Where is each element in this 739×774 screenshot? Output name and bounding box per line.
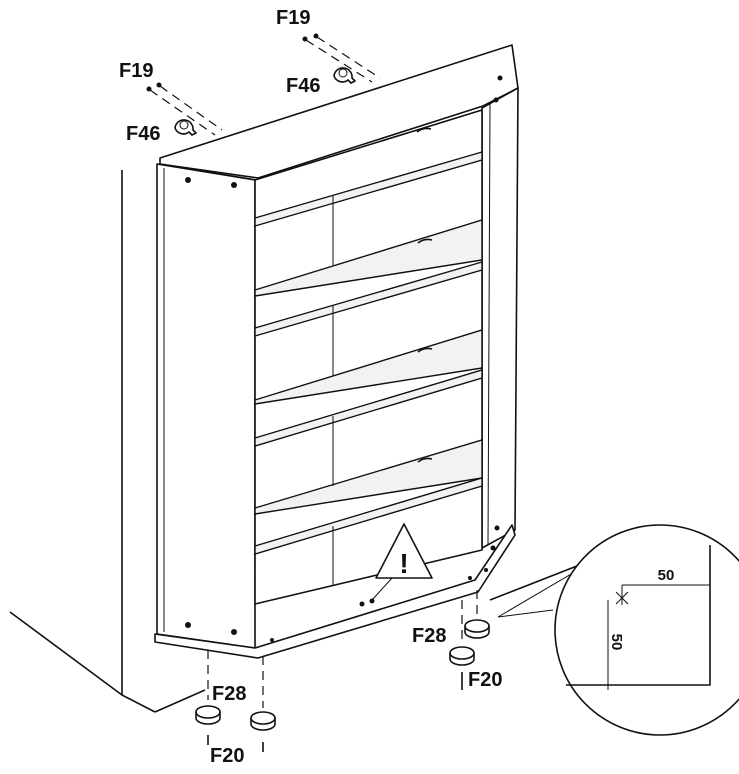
- bottom-hole: [359, 601, 365, 607]
- alignment-line: [305, 39, 373, 83]
- floor-edge-front: [154, 689, 206, 713]
- cabinet-right-side-panel: [481, 87, 519, 549]
- warning-pointer: [371, 577, 393, 601]
- alignment-line: [149, 89, 216, 136]
- alignment-line: [316, 36, 381, 79]
- grip-icon: [417, 457, 433, 463]
- callout-leader: [497, 609, 554, 618]
- glide-body: [449, 653, 475, 666]
- label-top-left-bracket: F46: [126, 123, 160, 145]
- warning-triangle-icon: [375, 523, 433, 579]
- left-side-hole: [185, 177, 191, 183]
- left-side-hole: [231, 182, 237, 188]
- bracket-icon: [174, 119, 197, 136]
- cabinet-bottom-plate: [154, 524, 516, 659]
- right-side-hole: [493, 97, 499, 103]
- bottom-hole: [369, 598, 375, 604]
- grip-icon: [417, 347, 433, 353]
- warning-sign: !: [371, 523, 433, 601]
- floor-edge-left: [9, 611, 123, 696]
- shelf: [254, 369, 483, 447]
- top-left-hardware: [146, 82, 223, 136]
- detail-circle: [554, 524, 739, 736]
- label-top-right-bracket: F46: [286, 75, 320, 97]
- dimension-horizontal: 50: [658, 567, 675, 584]
- detail-callout: 50 50: [497, 524, 739, 736]
- grip-icon: [417, 238, 433, 244]
- top-right-hardware: [302, 33, 381, 84]
- right-side-hole: [497, 75, 503, 81]
- screw-icon: [146, 86, 152, 92]
- grip-icon: [416, 127, 432, 133]
- glide-icon: [195, 705, 221, 719]
- glide-icon: [250, 711, 276, 725]
- glide-body: [195, 712, 221, 725]
- screw-icon: [302, 36, 308, 42]
- cross-mark-icon: [615, 591, 629, 605]
- warning-symbol: !: [399, 548, 408, 579]
- label-top-left-screw: F19: [119, 60, 153, 82]
- left-side-hole: [231, 629, 237, 635]
- cabinet-left-side-panel: [156, 163, 256, 649]
- shelf: [254, 477, 483, 555]
- shelf: [254, 261, 483, 337]
- bracket-hole: [338, 68, 348, 78]
- dimension-vertical: 50: [608, 634, 625, 651]
- shelf: [254, 151, 483, 227]
- corner-cabinet: [154, 44, 519, 659]
- shelf-grips: [416, 127, 433, 463]
- right-side-hole: [494, 525, 500, 531]
- bottom-left-hardware: [195, 650, 276, 752]
- label-bottom-left-screw: F20: [210, 745, 244, 767]
- bottom-hole: [468, 576, 472, 580]
- screw-icon: [156, 82, 162, 88]
- glide-icon: [464, 619, 490, 633]
- wall-corner-line: [121, 170, 156, 713]
- bottom-hole: [270, 638, 274, 642]
- glide-body: [464, 626, 490, 639]
- detail-corner: [566, 545, 711, 686]
- bracket-hole: [179, 120, 189, 130]
- label-bottom-left-glide: F28: [212, 683, 246, 705]
- left-side-hole: [185, 622, 191, 628]
- right-side-hole: [490, 545, 496, 551]
- bottom-hole: [484, 568, 488, 572]
- right-side-edge: [487, 103, 491, 546]
- hardware-labels: F19 F46 F19 F46 F28 F20 F28 F20: [119, 7, 502, 767]
- bottom-right-hardware: [449, 590, 490, 690]
- label-bottom-right-glide: F28: [412, 625, 446, 647]
- glide-icon: [449, 646, 475, 660]
- bracket-icon: [333, 67, 356, 84]
- label-bottom-right-screw: F20: [468, 669, 502, 691]
- glide-body: [250, 718, 276, 731]
- label-top-right-screw: F19: [276, 7, 310, 29]
- alignment-line: [159, 85, 223, 131]
- screw-icon: [313, 33, 319, 39]
